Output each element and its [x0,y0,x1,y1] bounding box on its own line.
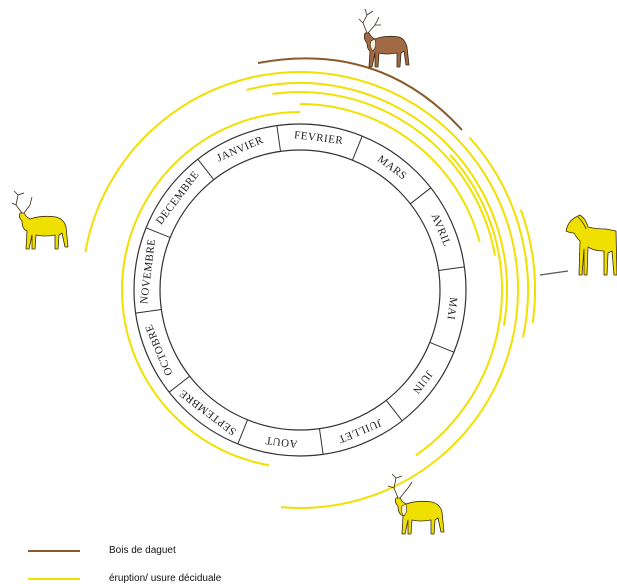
ring-divider [352,136,362,160]
caribou-brown-icon [359,9,409,67]
month-label-novembre: NOVEMBRE [138,238,158,305]
month-label-aout: AOUT [264,434,298,450]
month-label-septembre: SEPTEMBRE [177,387,239,438]
dental-arc [272,92,495,256]
ring-divider [386,400,402,420]
caribou-yellow-bottom-icon [388,474,444,534]
ring-divider [136,309,162,313]
ring-divider [319,429,323,455]
ring-divider [410,188,430,204]
ring-dividers [136,126,465,455]
ring-inner [160,150,440,430]
ring-divider [238,420,248,444]
month-label-janvier: JANVIER [215,134,265,164]
month-label-mai: MAI [445,297,460,321]
ring-outer [134,124,466,456]
horse-connector-line [540,271,568,275]
antler-arc [258,58,462,130]
legend: Bois de daguet éruption/ usure déciduale [28,545,222,584]
dental-arc [246,83,507,326]
legend-label-antler: Bois de daguet [109,545,176,556]
ring-divider [146,228,170,238]
month-label-fevrier: FEVRIER [293,129,344,147]
month-label-mars: MARS [375,153,409,183]
ring-divider [277,126,281,152]
ring-divider [430,342,454,352]
ring-divider [439,267,465,271]
horse-yellow-icon [566,215,617,275]
legend-label-dental: éruption/ usure déciduale [109,573,222,584]
caribou-yellow-left-icon [12,191,68,249]
month-label-juillet: JUILLET [336,416,383,445]
month-label-octobre: OCTOBRE [143,322,175,377]
